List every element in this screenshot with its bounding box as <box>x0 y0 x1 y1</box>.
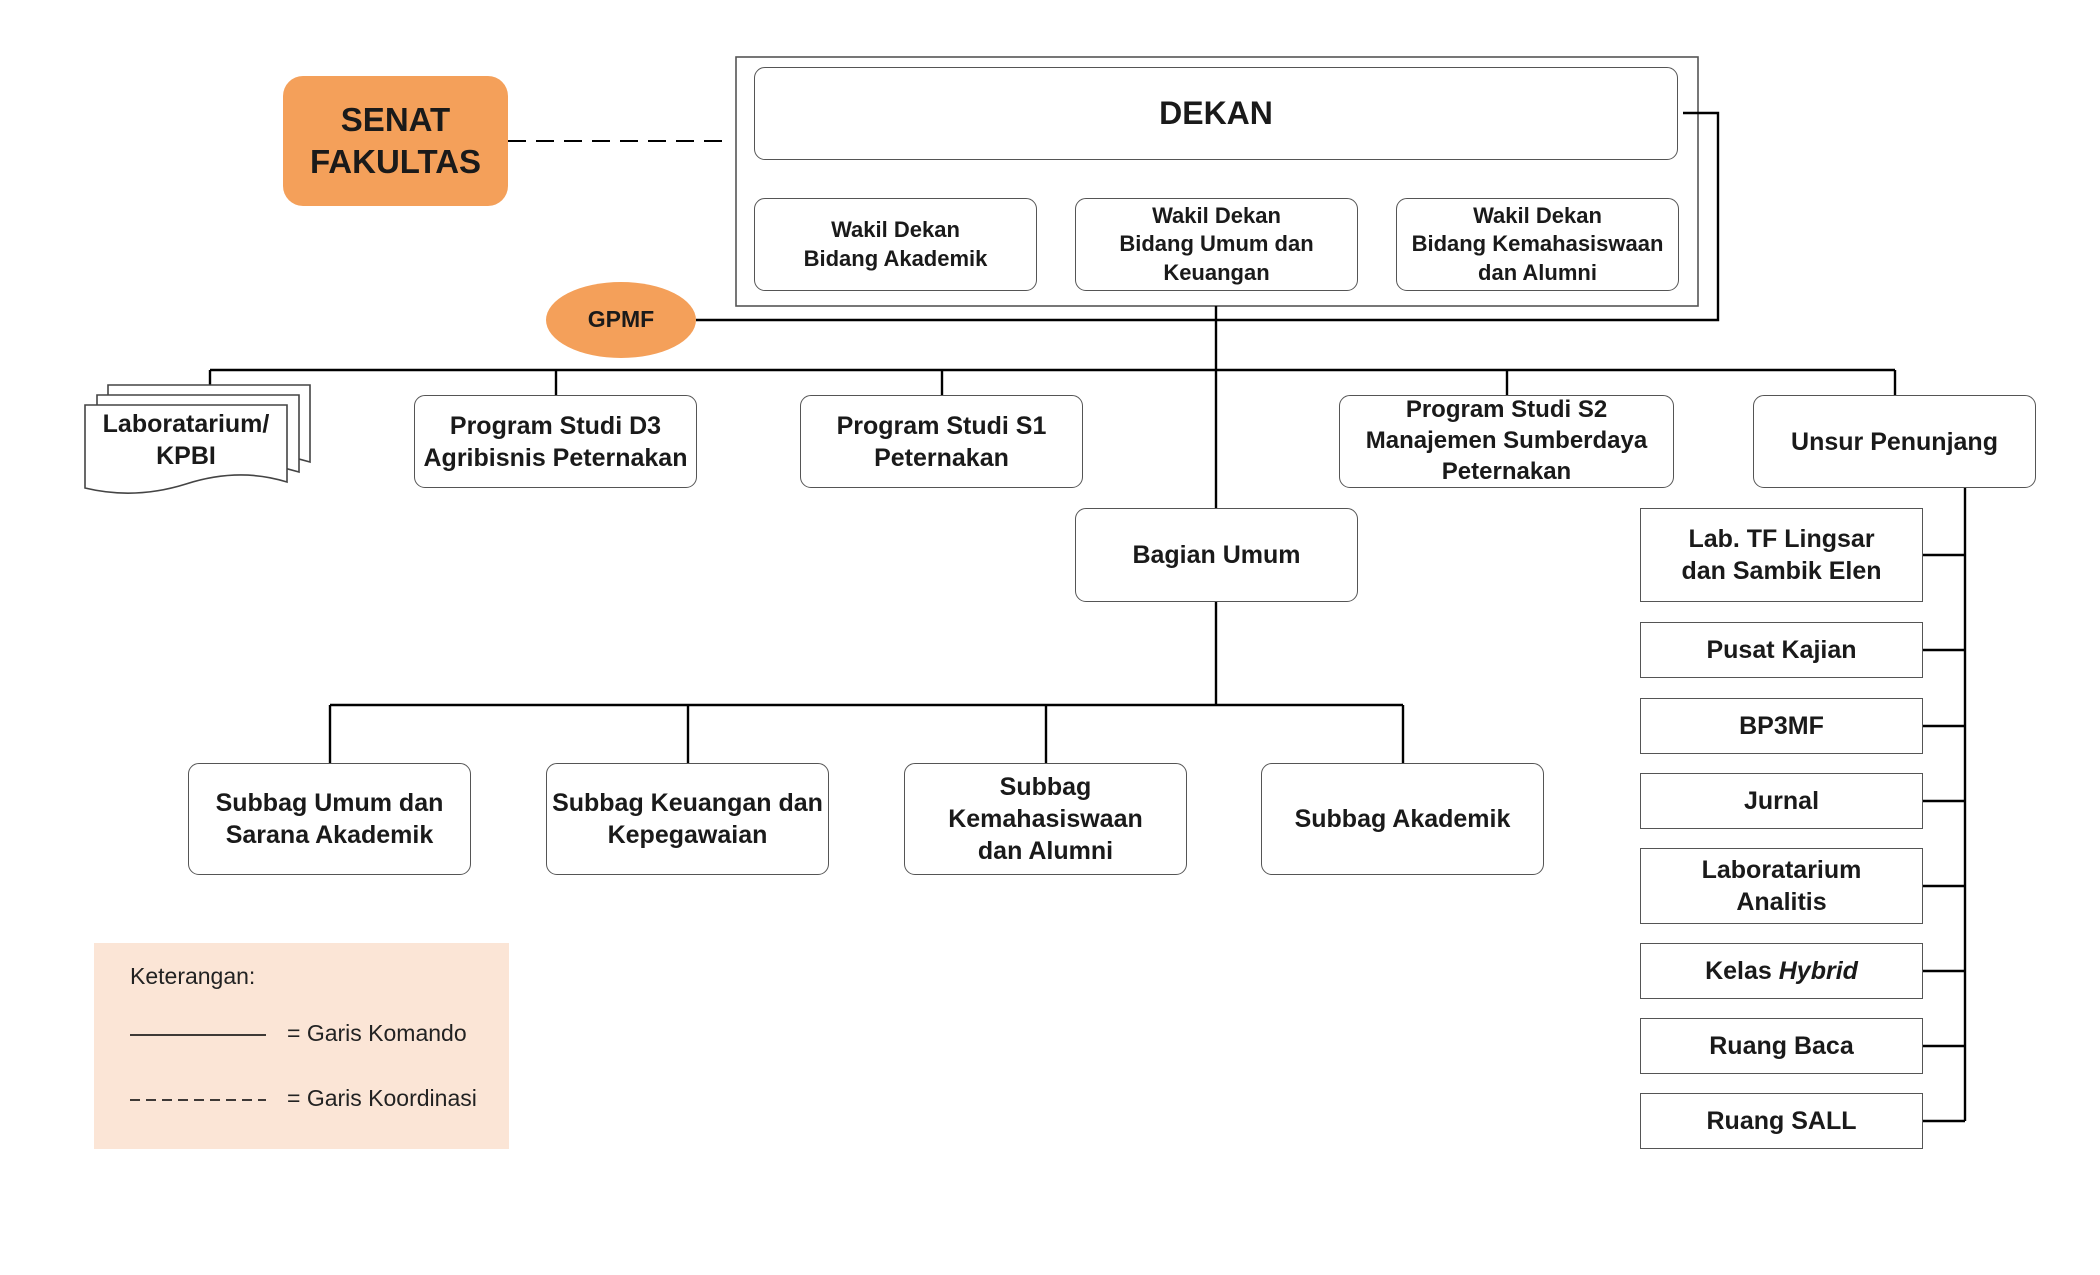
penunjang-pusat-kajian-box: Pusat Kajian <box>1640 622 1923 678</box>
penunjang-bp3mf-box: BP3MF <box>1640 698 1923 754</box>
prodi-d3-box: Program Studi D3 Agribisnis Peternakan <box>414 395 697 488</box>
wakil-dekan-akademik-box: Wakil Dekan Bidang Akademik <box>754 198 1037 291</box>
wakil-dekan-kemahasiswaan-box: Wakil Dekan Bidang Kemahasiswaan dan Alu… <box>1396 198 1679 291</box>
dekan-bracket-line <box>696 111 1720 322</box>
dekan-box: DEKAN <box>754 67 1678 160</box>
legend-komando-label: = Garis Komando <box>287 1020 467 1046</box>
laboratorium-document-icon <box>84 384 311 494</box>
subbag-keuangan-box: Subbag Keuangan dan Kepegawaian <box>546 763 829 875</box>
kelas-hybrid-prefix: Kelas <box>1705 957 1779 985</box>
legend-line-samples <box>130 1034 266 1101</box>
wakil-dekan-umum-keuangan-box: Wakil Dekan Bidang Umum dan Keuangan <box>1075 198 1358 291</box>
unsur-penunjang-box: Unsur Penunjang <box>1753 395 2036 488</box>
legend-panel: Keterangan: = Garis Komando = Garis Koor… <box>94 943 509 1149</box>
penunjang-ruang-sall-box: Ruang SALL <box>1640 1093 1923 1149</box>
laboratorium-kpbi-label: Laboratarium/ KPBI <box>102 410 270 470</box>
penunjang-lab-analitis-box: Laboratarium Analitis <box>1640 848 1923 924</box>
senat-fakultas-box: SENAT FAKULTAS <box>283 76 508 206</box>
prodi-s2-box: Program Studi S2 Manajemen Sumberdaya Pe… <box>1339 395 1674 488</box>
penunjang-ruang-baca-box: Ruang Baca <box>1640 1018 1923 1074</box>
penunjang-kelas-hybrid-box: Kelas Hybrid <box>1640 943 1923 999</box>
gpmf-ellipse: GPMF <box>546 282 696 358</box>
subbag-umum-box: Subbag Umum dan Sarana Akademik <box>188 763 471 875</box>
bagian-umum-box: Bagian Umum <box>1075 508 1358 602</box>
subbag-akademik-box: Subbag Akademik <box>1261 763 1544 875</box>
kelas-hybrid-italic: Hybrid <box>1778 957 1858 985</box>
legend-koordinasi-label: = Garis Koordinasi <box>287 1085 477 1111</box>
prodi-s1-box: Program Studi S1 Peternakan <box>800 395 1083 488</box>
legend-title: Keterangan: <box>130 963 256 989</box>
subbag-kemahasiswaan-box: Subbag Kemahasiswaan dan Alumni <box>904 763 1187 875</box>
penunjang-jurnal-box: Jurnal <box>1640 773 1923 829</box>
penunjang-lab-tf-box: Lab. TF Lingsar dan Sambik Elen <box>1640 508 1923 602</box>
